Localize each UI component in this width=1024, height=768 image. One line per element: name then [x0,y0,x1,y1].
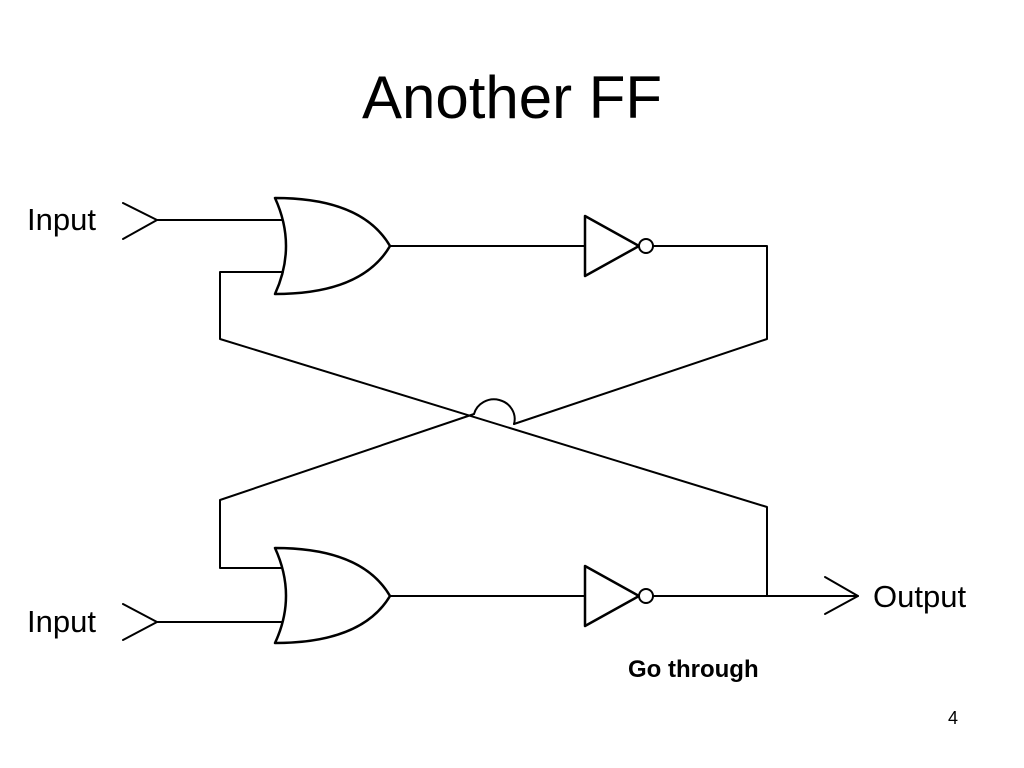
top-not-output-wire [513,245,768,425]
not-gate-top [583,214,641,278]
top-or-feedback-wire [219,271,768,597]
note-text: Go through [628,656,759,683]
crossing-hop-icon [473,398,516,425]
top-input-label: Input [27,202,96,237]
not-gate-bottom [583,564,641,628]
not-gate-bottom-bubble-icon [638,588,654,604]
output-arrow-icon [824,576,859,615]
slide-title: Another FF [361,64,663,131]
or-gate-bottom [273,546,392,645]
not-gate-top-bubble-icon [638,238,654,254]
output-label: Output [873,579,966,614]
page-number: 4 [948,708,959,728]
or-gate-top [273,196,392,296]
bottom-input-arrow-icon [122,603,158,641]
bottom-or-feedback-wire [219,413,475,569]
top-input-arrow-icon [122,202,158,240]
bottom-input-label: Input [27,604,96,639]
